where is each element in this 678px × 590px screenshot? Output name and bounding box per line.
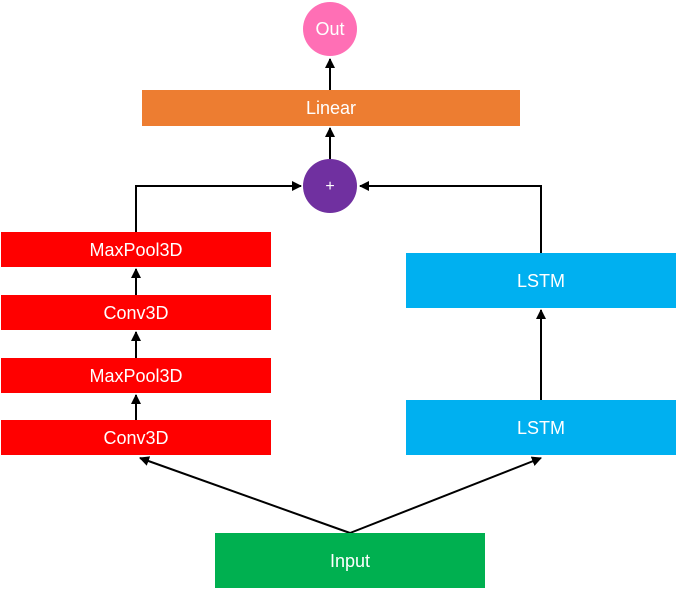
lstm-upper-label: LSTM	[517, 271, 565, 291]
edges	[131, 58, 546, 534]
edge-maxpool3d-to-add	[135, 181, 302, 232]
maxpool3d-upper-label: MaxPool3D	[89, 240, 182, 260]
conv3d-upper-node: Conv3D	[1, 295, 271, 330]
maxpool3d-lower-node: MaxPool3D	[1, 358, 271, 393]
conv3d-upper-label: Conv3D	[103, 303, 168, 323]
edge-lstm-to-add	[359, 181, 542, 253]
conv3d-lower-label: Conv3D	[103, 428, 168, 448]
conv3d-lower-node: Conv3D	[1, 420, 271, 455]
maxpool3d-upper-node: MaxPool3D	[1, 232, 271, 267]
linear-node: Linear	[142, 90, 520, 126]
edge-input-to-conv3d	[139, 456, 351, 534]
output-node: Out	[303, 2, 357, 56]
add-label: +	[325, 178, 334, 195]
input-node: Input	[215, 533, 485, 588]
add-node: +	[303, 159, 357, 213]
linear-label: Linear	[306, 98, 356, 118]
output-label: Out	[315, 19, 344, 39]
lstm-lower-node: LSTM	[406, 400, 676, 455]
maxpool3d-lower-label: MaxPool3D	[89, 366, 182, 386]
input-label: Input	[330, 551, 370, 571]
lstm-upper-node: LSTM	[406, 253, 676, 308]
lstm-lower-label: LSTM	[517, 418, 565, 438]
edge-input-to-lstm	[349, 456, 542, 534]
